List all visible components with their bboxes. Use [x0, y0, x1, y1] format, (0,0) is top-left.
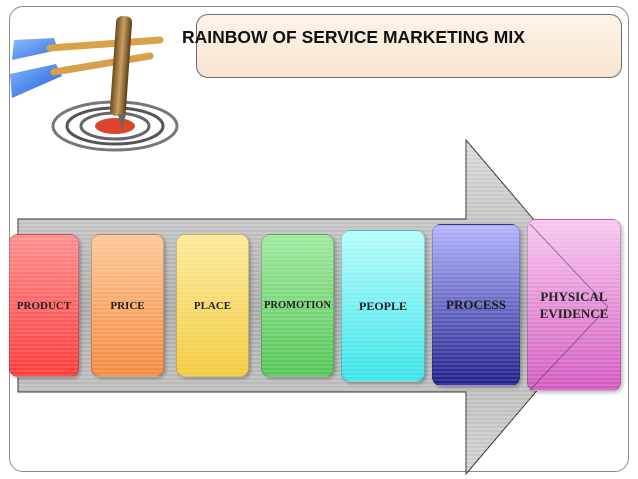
page-title: RAINBOW OF SERVICE MARKETING MIX [182, 27, 525, 47]
title-box [196, 14, 622, 78]
mix-item-product: PRODUCT [9, 234, 79, 377]
mix-item-process: PROCESS [432, 224, 520, 386]
mix-item-physical-evidence: PHYSICAL EVIDENCE [527, 219, 621, 391]
mix-item-people: PEOPLE [341, 230, 425, 382]
mix-item-place: PLACE [176, 234, 249, 377]
dartboard-with-darts-icon [10, 15, 179, 152]
mix-item-promotion: PROMOTION [261, 234, 334, 377]
mix-item-price: PRICE [91, 234, 164, 377]
